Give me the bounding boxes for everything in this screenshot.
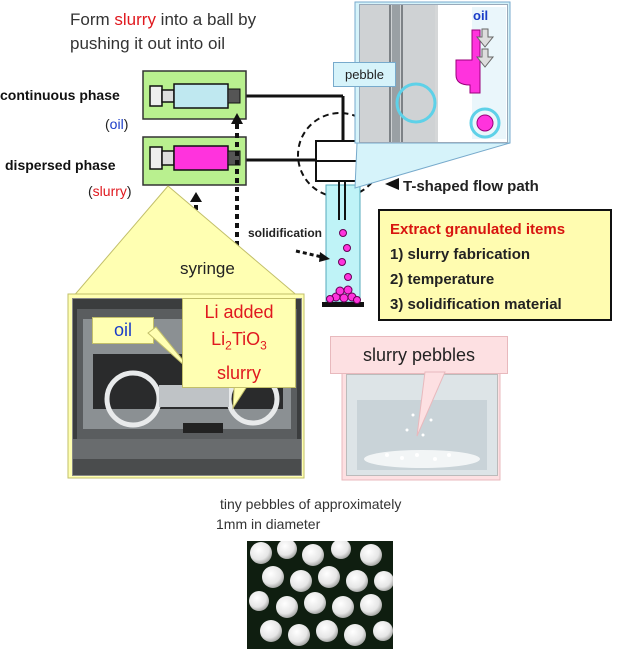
title-text: Form <box>70 10 115 29</box>
slurry-pebbles-label: slurry pebbles <box>330 336 508 374</box>
pink-pointer <box>416 371 446 437</box>
syringe-label: syringe <box>180 259 235 278</box>
dispersed-phase-sub: (slurry) <box>88 183 132 199</box>
column-base <box>322 302 364 307</box>
continuous-phase-sub: (oil) <box>105 116 129 132</box>
syringe-barrel-oil <box>173 83 229 109</box>
solidification-label: solidification <box>248 226 323 240</box>
dispersed-phase-label: dispersed phase <box>5 157 116 173</box>
tiny-pebbles-caption: tiny pebbles of approximately 1mm in dia… <box>216 496 402 532</box>
li-slurry-label: Li added Li2TiO3 slurry <box>182 298 296 388</box>
extract-item: 1) slurry fabrication <box>390 246 531 263</box>
white-beads-svg <box>247 541 393 649</box>
callout-photo <box>70 185 302 299</box>
tflow-label: T-shaped flow path <box>403 178 539 195</box>
continuous-phase-label: continuous phase <box>0 87 120 103</box>
syringe-barrel-slurry <box>173 145 229 171</box>
plunger-disp <box>149 146 163 170</box>
pebble-tag: pebble <box>333 62 396 87</box>
title-line2: pushing it out into oil <box>70 34 225 53</box>
microscope-photo <box>359 4 508 143</box>
plunger-cont <box>149 85 163 107</box>
oil-inset-label: oil <box>473 8 489 23</box>
tflow-arrow <box>385 178 399 190</box>
extract-heading: Extract granulated items <box>390 221 566 238</box>
extract-items-box: Extract granulated items 1) slurry fabri… <box>378 209 612 321</box>
oil-column <box>325 184 361 303</box>
li-line3: slurry <box>217 362 261 383</box>
diagram-title: Form slurry into a ball by pushing it ou… <box>70 8 256 56</box>
falling-pebbles <box>326 229 361 304</box>
li-line2: Li2TiO3 <box>211 329 267 353</box>
photo-oil-label: oil <box>92 317 154 344</box>
extract-item: 3) solidification material <box>390 296 562 313</box>
extract-item: 2) temperature <box>390 271 495 288</box>
title-text-end: into a ball by <box>155 10 257 29</box>
title-highlight: slurry <box>114 10 156 29</box>
li-line1: Li added <box>204 302 274 322</box>
white-beads-photo <box>247 541 393 649</box>
solidification-arrow <box>295 249 323 259</box>
t-junction-upper <box>315 140 363 162</box>
